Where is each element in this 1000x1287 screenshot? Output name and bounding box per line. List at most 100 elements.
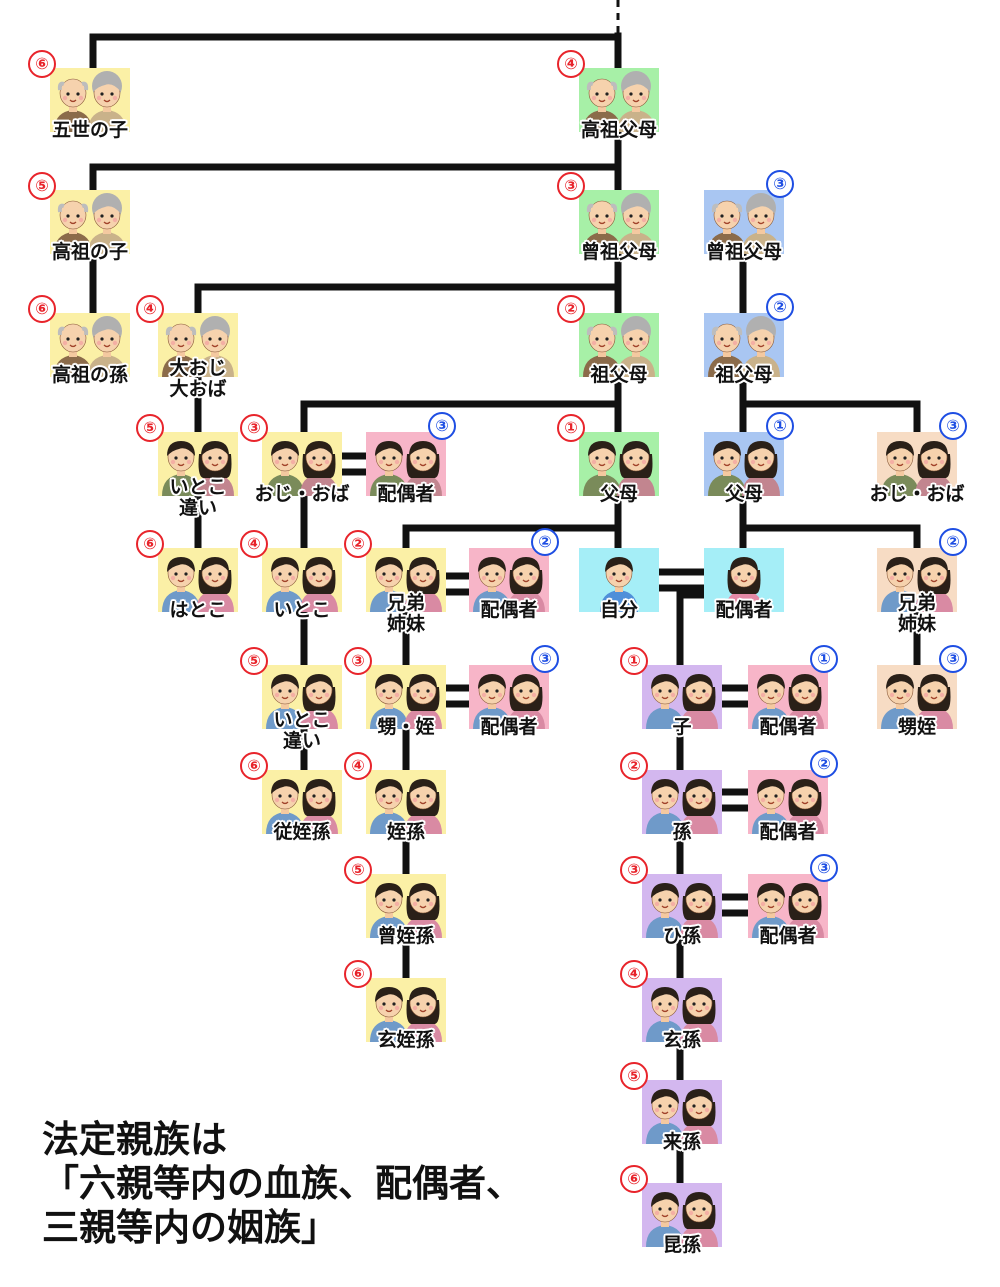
couple-icon — [262, 432, 342, 496]
affinity-degree-badge: ③ — [766, 170, 794, 198]
couple-icon — [366, 665, 446, 729]
couple-icon — [366, 548, 446, 612]
couple-icon — [579, 432, 659, 496]
affinity-degree-badge: ② — [531, 528, 559, 556]
relative-itokochigai1: ⑤ いとこ 違い — [136, 414, 238, 519]
affinity-degree-badge: ② — [766, 293, 794, 321]
couple-icon — [642, 770, 722, 834]
couple-icon — [642, 874, 722, 938]
couple-icon — [642, 665, 722, 729]
couple-icon — [642, 978, 722, 1042]
couple-icon — [262, 665, 342, 729]
relative-label: ひ孫 — [662, 925, 701, 947]
relative-label: 孫 — [672, 821, 692, 843]
elderly-couple-icon — [704, 313, 784, 377]
relative-soso-sp: ③ 曾祖父母 — [704, 170, 794, 263]
blood-degree-badge: ④ — [557, 50, 585, 78]
elderly-couple-icon — [579, 190, 659, 254]
couple-icon — [642, 1080, 722, 1144]
elderly-couple-icon — [579, 68, 659, 132]
blood-degree-badge: ⑥ — [28, 50, 56, 78]
affinity-degree-badge: ③ — [939, 645, 967, 673]
relative-label: おじ・おば — [869, 483, 965, 505]
affinity-degree-badge: ③ — [531, 645, 559, 673]
affinity-degree-badge: ② — [939, 528, 967, 556]
couple-icon — [366, 978, 446, 1042]
caption: 法定親族は 「六親等内の血族、配偶者、 三親等内の姻族」 — [42, 1118, 602, 1250]
relative-label: 高祖父母 — [580, 119, 657, 141]
couple-icon — [469, 548, 549, 612]
relative-haigusha: 配偶者 — [704, 548, 784, 621]
relative-kyodai-haigu: ② 配偶者 — [469, 528, 559, 621]
relative-koso: ④ 高祖父母 — [557, 50, 659, 141]
relative-label: 来孫 — [662, 1131, 701, 1153]
affinity-degree-badge: ③ — [939, 412, 967, 440]
relative-label: 配偶者 — [759, 821, 817, 843]
relative-label: 配偶者 — [480, 599, 538, 621]
couple-icon — [262, 548, 342, 612]
elderly-couple-icon — [50, 190, 130, 254]
relative-ojioba-sp: ③ おじ・おば — [869, 412, 967, 505]
caption-line-2: 「六親等内の血族、配偶者、 — [42, 1162, 523, 1205]
self-icon — [579, 548, 659, 612]
relative-label: 大おじ 大おば — [169, 357, 227, 400]
blood-degree-badge: ③ — [240, 414, 268, 442]
relative-label: いとこ 違い — [169, 476, 227, 519]
couple-icon — [158, 548, 238, 612]
relative-label: 祖父母 — [590, 364, 648, 386]
couple-icon — [748, 770, 828, 834]
blood-degree-badge: ③ — [557, 172, 585, 200]
couple-icon — [366, 874, 446, 938]
blood-degree-badge: ⑥ — [240, 752, 268, 780]
relative-fubo: ① 父母 — [557, 414, 659, 505]
relative-label: 父母 — [599, 483, 638, 505]
relative-label: 配偶者 — [759, 716, 817, 738]
blood-degree-badge: ⑤ — [28, 172, 56, 200]
relative-label: 配偶者 — [715, 599, 773, 621]
blood-degree-badge: ⑤ — [240, 647, 268, 675]
relative-label: 兄弟 姉妹 — [386, 592, 425, 635]
blood-degree-badge: ④ — [136, 295, 164, 323]
blood-degree-badge: ① — [557, 414, 585, 442]
couple-icon — [366, 770, 446, 834]
relative-label: 姪孫 — [386, 821, 425, 843]
couple-icon — [262, 770, 342, 834]
blood-degree-badge: ④ — [620, 960, 648, 988]
relative-kosonoko: ⑤ 高祖の子 — [28, 172, 130, 263]
blood-degree-badge: ⑤ — [136, 414, 164, 442]
elderly-couple-icon — [50, 68, 130, 132]
relative-label: 曾祖父母 — [705, 241, 782, 263]
couple-icon — [748, 665, 828, 729]
affinity-degree-badge: ③ — [428, 412, 456, 440]
relative-jibun: 自分 — [579, 548, 659, 621]
relative-label: 配偶者 — [759, 925, 817, 947]
relative-label: 父母 — [724, 483, 763, 505]
relative-label: 高祖の子 — [51, 241, 128, 263]
relative-ooji: ④ 大おじ 大おば — [136, 295, 238, 400]
caption-line-3: 三親等内の姻族」 — [42, 1206, 338, 1249]
couple-icon — [877, 432, 957, 496]
